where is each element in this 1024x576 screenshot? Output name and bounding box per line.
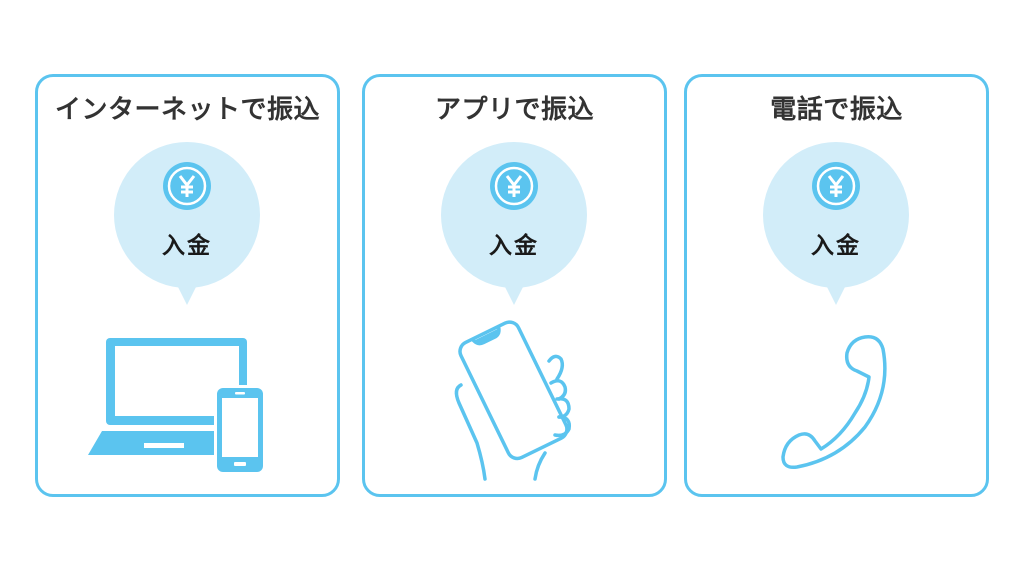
card-title: インターネットで振込 xyxy=(54,95,320,125)
card-internet-transfer: インターネットで振込 入金 xyxy=(35,74,340,497)
yen-coin-icon xyxy=(812,162,860,210)
deposit-label: 入金 xyxy=(811,233,861,259)
card-title: 電話で振込 xyxy=(770,95,903,125)
card-phone-transfer: 電話で振込 入金 xyxy=(684,74,989,497)
telephone-handset-icon xyxy=(781,335,887,470)
deposit-bubble: 入金 xyxy=(114,142,260,288)
hand-holding-smartphone-icon xyxy=(454,320,572,481)
deposit-bubble: 入金 xyxy=(441,142,587,288)
card-app-transfer: アプリで振込 入金 xyxy=(362,74,667,497)
yen-coin-icon xyxy=(490,162,538,210)
deposit-label: 入金 xyxy=(162,233,212,259)
yen-coin-icon xyxy=(163,162,211,210)
deposit-label: 入金 xyxy=(489,233,539,259)
bubble-tail xyxy=(825,283,847,305)
card-title: アプリで振込 xyxy=(434,95,594,125)
deposit-bubble: 入金 xyxy=(763,142,909,288)
laptop-and-smartphone-icon xyxy=(88,338,266,475)
bubble-tail xyxy=(176,283,198,305)
bubble-tail xyxy=(503,283,525,305)
